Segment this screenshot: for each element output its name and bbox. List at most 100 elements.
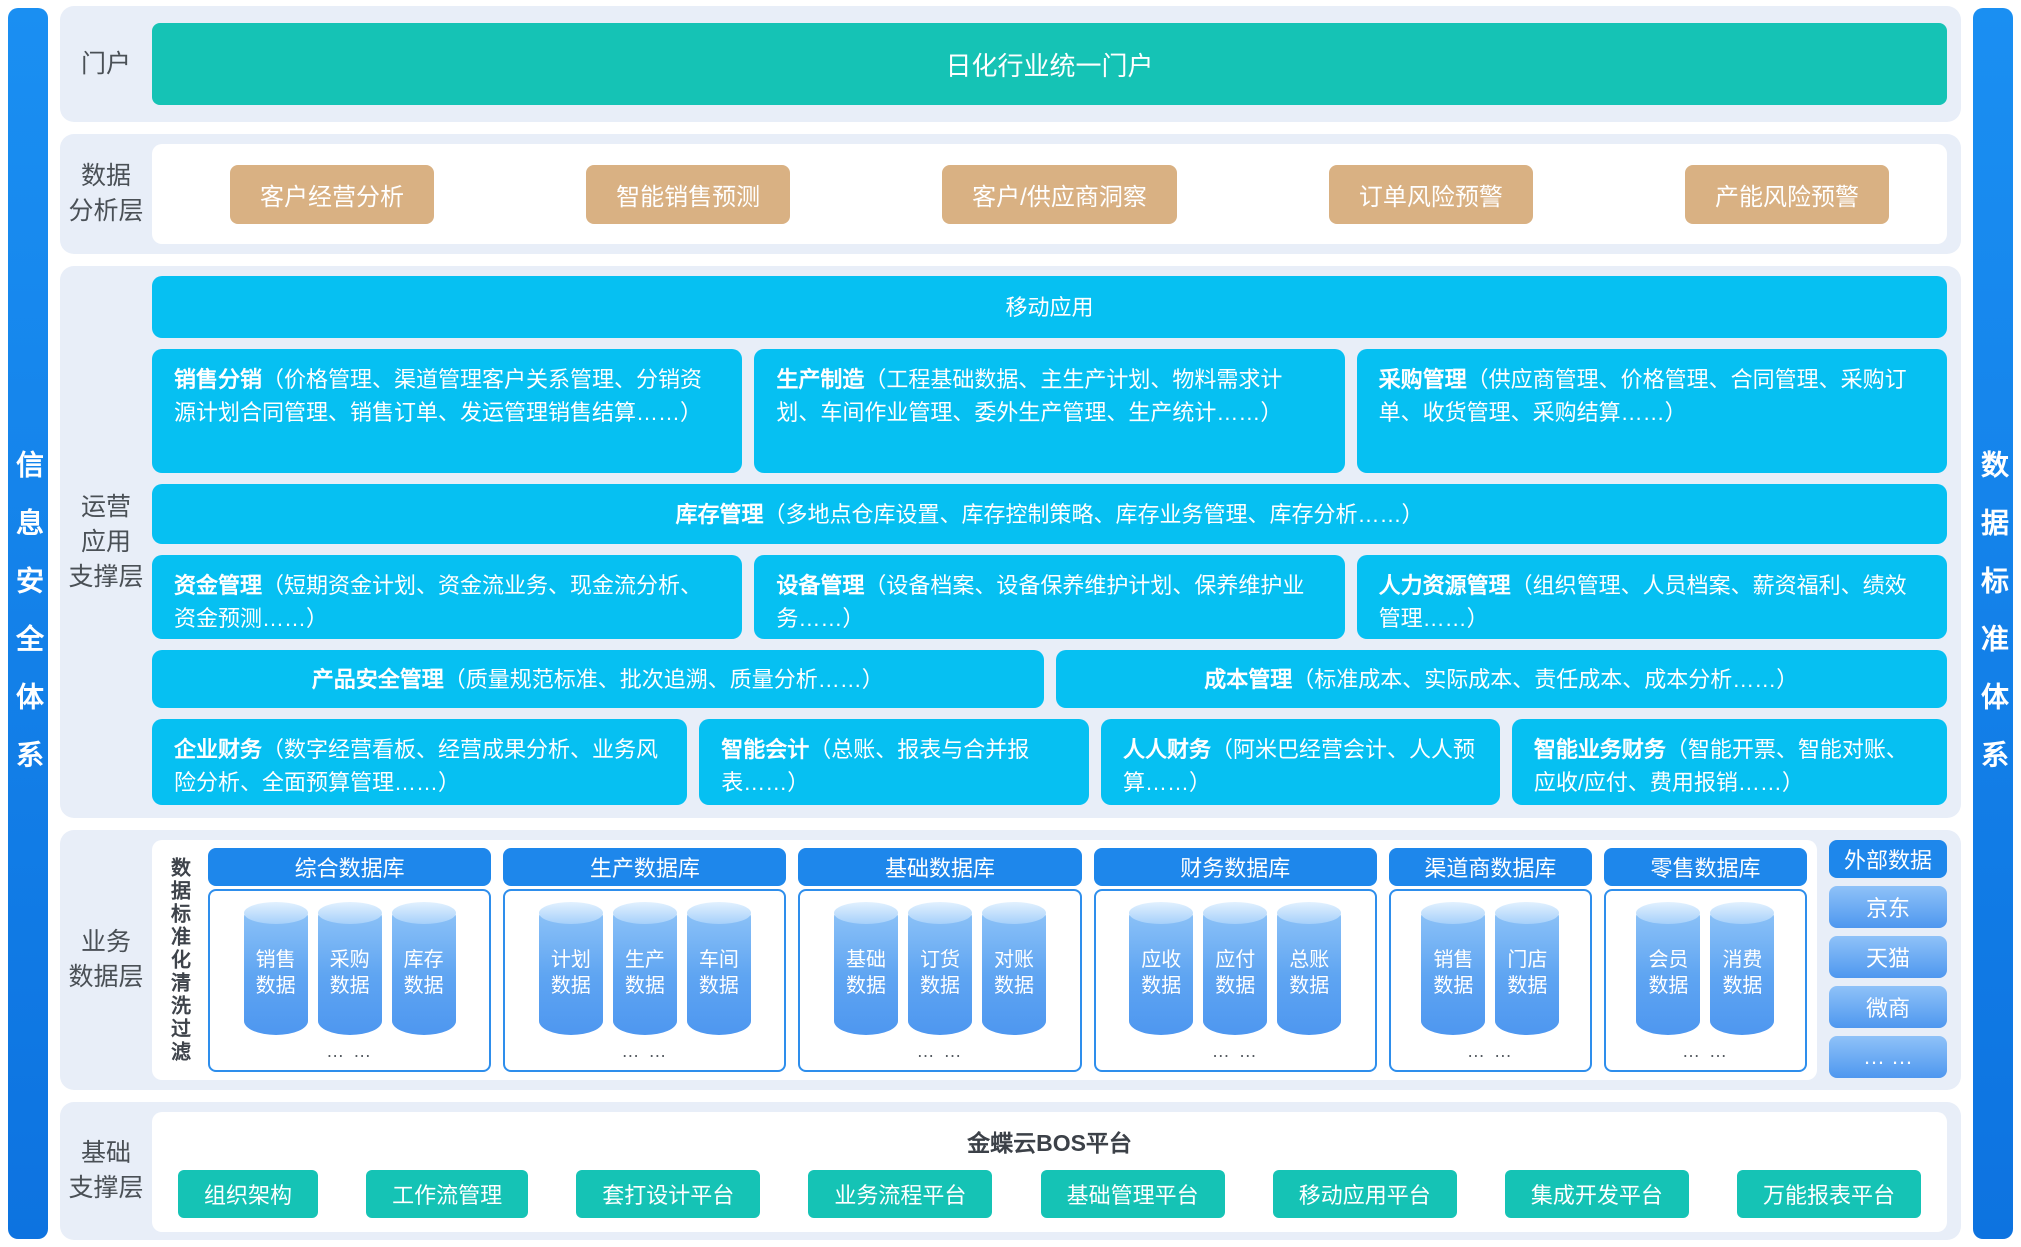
db-cylinder: 消费 数据 bbox=[1710, 902, 1775, 1035]
cylinder-row: 计划 数据 生产 数据 车间 数据 bbox=[538, 902, 751, 1035]
module-enterprise-finance: 企业财务（数字经营看板、经营成果分析、业务风险分析、全面预算管理……） bbox=[152, 719, 688, 805]
module-desc: （组织管理、人员档案、薪资福利、绩效管理……） bbox=[1378, 573, 1907, 631]
db-group-body: 基础 数据 订货 数据 对账 数据 … … bbox=[798, 889, 1082, 1072]
db-cylinder-label: 会员 数据 bbox=[1648, 949, 1689, 997]
module-sales-distribution: 销售分销（价格管理、渠道管理客户关系管理、分销资源计划合同管理、销售订单、发运管… bbox=[152, 349, 743, 473]
db-cylinder-label: 应付 数据 bbox=[1215, 949, 1256, 997]
db-group-channel: 渠道商数据库 销售 数据 门店 数据 … … bbox=[1388, 848, 1592, 1072]
db-cylinder: 会员 数据 bbox=[1636, 902, 1701, 1035]
db-cylinder: 对账 数据 bbox=[982, 902, 1047, 1035]
layer-business-data: 业务 数据层 数据标准化清洗过滤 综合数据库 销售 数据 采购 数据 库存 数据 bbox=[60, 830, 1961, 1090]
platform-item-business-process: 业务流程平台 bbox=[808, 1170, 993, 1218]
module-desc: （价格管理、渠道管理客户关系管理、分销资源计划合同管理、销售订单、发运管理销售结… bbox=[174, 367, 703, 425]
db-cylinder: 门店 数据 bbox=[1495, 902, 1560, 1035]
db-group-basic: 基础数据库 基础 数据 订货 数据 对账 数据 … … bbox=[798, 848, 1082, 1072]
analysis-item-customer-analysis: 客户经营分析 bbox=[230, 164, 434, 224]
db-cylinder: 生产 数据 bbox=[612, 902, 677, 1035]
layer-label-operations: 运营 应用 支撑层 bbox=[68, 492, 144, 591]
db-cylinder: 采购 数据 bbox=[317, 902, 382, 1035]
platform-item-print-design: 套打设计平台 bbox=[576, 1170, 761, 1218]
bos-platform-title: 金蝶云BOS平台 bbox=[967, 1130, 1132, 1156]
db-group-production: 生产数据库 计划 数据 生产 数据 车间 数据 … … bbox=[503, 848, 787, 1072]
db-cylinder: 订货 数据 bbox=[908, 902, 973, 1035]
db-cylinder-label: 计划 数据 bbox=[550, 949, 591, 997]
external-item-more: … … bbox=[1829, 1036, 1947, 1078]
module-name: 采购管理 bbox=[1378, 367, 1467, 392]
db-group-title: 基础数据库 bbox=[798, 848, 1082, 886]
layer-portal: 门户 日化行业统一门户 bbox=[60, 6, 1961, 122]
db-group-title: 综合数据库 bbox=[208, 848, 492, 886]
db-cylinder: 基础 数据 bbox=[834, 902, 899, 1035]
db-cylinder-label: 销售 数据 bbox=[1433, 949, 1474, 997]
info-security-label: 信息安全体系 bbox=[13, 449, 44, 798]
layer-stack: 门户 日化行业统一门户 数据 分析层 客户经营分析 智能销售预测 客户/供应商洞… bbox=[60, 6, 1961, 1240]
db-ellipsis: … … bbox=[1211, 1041, 1259, 1061]
data-cleaning-label: 数据标准化清洗过滤 bbox=[167, 856, 190, 1064]
module-desc: （质量规范标准、批次追溯、质量分析……） bbox=[443, 666, 884, 692]
cylinder-row: 会员 数据 消费 数据 bbox=[1636, 902, 1775, 1035]
operations-row-1: 销售分销（价格管理、渠道管理客户关系管理、分销资源计划合同管理、销售订单、发运管… bbox=[152, 349, 1947, 473]
db-cylinder-label: 订货 数据 bbox=[920, 949, 961, 997]
db-group-body: 计划 数据 生产 数据 车间 数据 … … bbox=[503, 889, 787, 1072]
module-desc: （总账、报表与合并报表……） bbox=[721, 737, 1030, 795]
module-cost: 成本管理（标准成本、实际成本、责任成本、成本分析……） bbox=[1055, 650, 1947, 708]
platform-item-integration-dev: 集成开发平台 bbox=[1504, 1170, 1689, 1218]
module-mobile-app: 移动应用 bbox=[152, 276, 1947, 338]
layer-analysis: 数据 分析层 客户经营分析 智能销售预测 客户/供应商洞察 订单风险预警 产能风… bbox=[60, 134, 1961, 254]
platform-item-workflow: 工作流管理 bbox=[366, 1170, 529, 1218]
db-cylinder: 总账 数据 bbox=[1277, 902, 1342, 1035]
module-funds: 资金管理（短期资金计划、资金流业务、现金流分析、资金预测……） bbox=[152, 555, 743, 639]
bos-platform-panel: 金蝶云BOS平台 组织架构 工作流管理 套打设计平台 业务流程平台 基础管理平台… bbox=[152, 1112, 1947, 1232]
db-cylinder: 应付 数据 bbox=[1203, 902, 1268, 1035]
analysis-panel: 客户经营分析 智能销售预测 客户/供应商洞察 订单风险预警 产能风险预警 bbox=[152, 144, 1947, 244]
db-cylinder-label: 应收 数据 bbox=[1141, 949, 1182, 997]
module-product-safety: 产品安全管理（质量规范标准、批次追溯、质量分析……） bbox=[152, 650, 1044, 708]
info-security-sidebar: 信息安全体系 bbox=[8, 8, 48, 1239]
db-cylinder-label: 采购 数据 bbox=[329, 949, 370, 997]
module-desc: （多地点仓库设置、库存控制策略、库存业务管理、库存分析……） bbox=[763, 501, 1424, 527]
cylinder-row: 基础 数据 订货 数据 对账 数据 bbox=[834, 902, 1047, 1035]
db-group-retail: 零售数据库 会员 数据 消费 数据 … … bbox=[1603, 848, 1807, 1072]
operations-row-5: 企业财务（数字经营看板、经营成果分析、业务风险分析、全面预算管理……） 智能会计… bbox=[152, 719, 1948, 805]
db-cylinder: 应收 数据 bbox=[1129, 902, 1194, 1035]
db-cylinder: 计划 数据 bbox=[538, 902, 603, 1035]
db-cylinder-label: 车间 数据 bbox=[698, 949, 739, 997]
module-name: 产品安全管理 bbox=[311, 666, 444, 692]
data-cleaning-strip: 数据标准化清洗过滤 bbox=[162, 848, 196, 1072]
module-name: 智能业务财务 bbox=[1533, 737, 1666, 762]
external-item-jd: 京东 bbox=[1829, 886, 1947, 928]
layer-base-support: 基础 支撑层 金蝶云BOS平台 组织架构 工作流管理 套打设计平台 业务流程平台… bbox=[60, 1102, 1961, 1240]
module-name: 生产制造 bbox=[776, 367, 865, 392]
module-production: 生产制造（工程基础数据、主生产计划、物料需求计划、车间作业管理、委外生产管理、生… bbox=[754, 349, 1345, 473]
cylinder-row: 销售 数据 门店 数据 bbox=[1421, 902, 1560, 1035]
module-desc: （阿米巴经营会计、人人预算……） bbox=[1123, 737, 1476, 795]
cylinder-row: 销售 数据 采购 数据 库存 数据 bbox=[243, 902, 456, 1035]
db-group-body: 应收 数据 应付 数据 总账 数据 … … bbox=[1093, 889, 1377, 1072]
db-cylinder-label: 库存 数据 bbox=[403, 949, 444, 997]
db-group-body: 销售 数据 采购 数据 库存 数据 … … bbox=[208, 889, 492, 1072]
external-data-column: 外部数据 京东 天猫 微商 … … bbox=[1829, 840, 1947, 1080]
db-cylinder: 销售 数据 bbox=[1421, 902, 1486, 1035]
module-desc: （短期资金计划、资金流业务、现金流分析、资金预测……） bbox=[174, 573, 703, 631]
db-group-body: 会员 数据 消费 数据 … … bbox=[1603, 889, 1807, 1072]
analysis-item-sales-forecast: 智能销售预测 bbox=[586, 164, 791, 224]
external-item-tmall: 天猫 bbox=[1829, 936, 1947, 978]
layer-label-portal: 门户 bbox=[80, 49, 131, 78]
data-standard-sidebar: 数据标准体系 bbox=[1973, 8, 2013, 1239]
module-smart-accounting: 智能会计（总账、报表与合并报表……） bbox=[699, 719, 1089, 805]
db-cylinder-label: 门店 数据 bbox=[1507, 949, 1548, 997]
module-name: 成本管理 bbox=[1204, 666, 1293, 692]
module-desc: （数字经营看板、经营成果分析、业务风险分析、全面预算管理……） bbox=[174, 737, 659, 795]
layer-label-analysis: 数据 分析层 bbox=[68, 162, 144, 225]
db-cylinder-label: 对账 数据 bbox=[994, 949, 1035, 997]
portal-bar: 日化行业统一门户 bbox=[152, 23, 1947, 105]
db-group-finance: 财务数据库 应收 数据 应付 数据 总账 数据 … … bbox=[1093, 848, 1377, 1072]
business-data-content: 数据标准化清洗过滤 综合数据库 销售 数据 采购 数据 库存 数据 … … bbox=[152, 830, 1961, 1090]
analysis-item-customer-supplier-insight: 客户/供应商洞察 bbox=[942, 164, 1177, 224]
db-cylinder: 库存 数据 bbox=[391, 902, 456, 1035]
layer-operations: 运营 应用 支撑层 移动应用 销售分销（价格管理、渠道管理客户关系管理、分销资源… bbox=[60, 266, 1961, 818]
platform-item-mobile-app: 移动应用平台 bbox=[1272, 1170, 1457, 1218]
module-inventory: 库存管理（多地点仓库设置、库存控制策略、库存业务管理、库存分析……） bbox=[152, 484, 1947, 544]
db-group-title: 渠道商数据库 bbox=[1388, 848, 1592, 886]
db-cylinder-label: 消费 数据 bbox=[1722, 949, 1763, 997]
